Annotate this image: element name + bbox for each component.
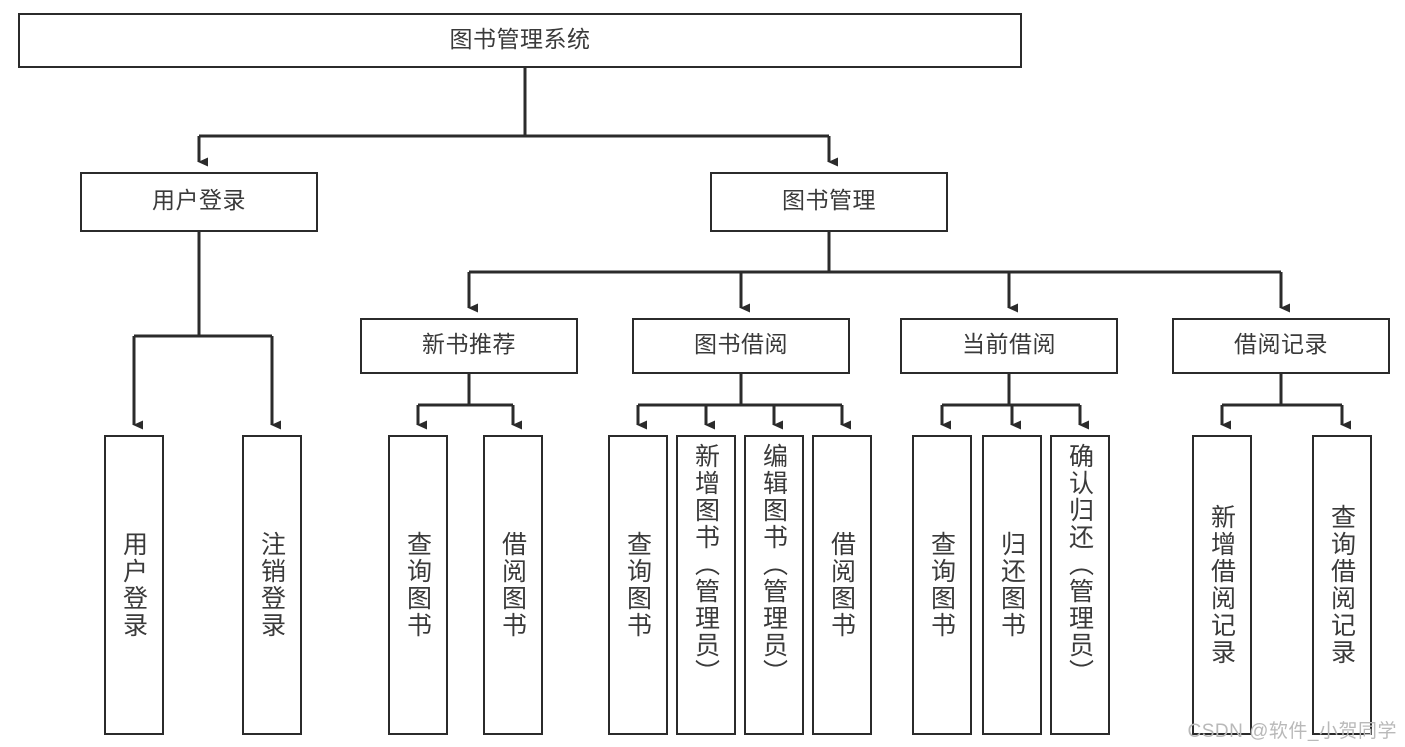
node-current-borrow[interactable]: 当前借阅 <box>900 318 1118 374</box>
node-leaf-query-book-recommend[interactable]: 查询图书 <box>388 435 448 735</box>
node-leaf-query-book-current[interactable]: 查询图书 <box>912 435 972 735</box>
node-label: 用户登录 <box>119 531 149 639</box>
node-label: 当前借阅 <box>962 332 1056 359</box>
node-leaf-confirm-return-admin[interactable]: 确认归还（管理员） <box>1050 435 1110 735</box>
node-label: 图书管理系统 <box>449 26 591 53</box>
node-leaf-logout[interactable]: 注销登录 <box>242 435 302 735</box>
node-leaf-add-borrow-record[interactable]: 新增借阅记录 <box>1192 435 1252 735</box>
node-user-login[interactable]: 用户登录 <box>80 172 318 232</box>
node-label: 借阅图书 <box>498 531 528 639</box>
node-leaf-borrow-book[interactable]: 借阅图书 <box>812 435 872 735</box>
node-label: 归还图书 <box>997 531 1027 639</box>
node-label: 查询借阅记录 <box>1327 504 1357 666</box>
node-label: 查询图书 <box>403 531 433 639</box>
node-label: 图书借阅 <box>694 332 788 359</box>
node-leaf-return-book[interactable]: 归还图书 <box>982 435 1042 735</box>
node-label: 图书管理 <box>782 188 876 215</box>
node-label: 用户登录 <box>152 188 246 215</box>
node-leaf-borrow-book-recommend[interactable]: 借阅图书 <box>483 435 543 735</box>
node-leaf-edit-book-admin[interactable]: 编辑图书（管理员） <box>744 435 804 735</box>
node-leaf-query-borrow-record[interactable]: 查询借阅记录 <box>1312 435 1372 735</box>
node-label: 注销登录 <box>257 531 287 639</box>
node-leaf-query-book-borrow[interactable]: 查询图书 <box>608 435 668 735</box>
node-book-borrow[interactable]: 图书借阅 <box>632 318 850 374</box>
node-leaf-add-book-admin[interactable]: 新增图书（管理员） <box>676 435 736 735</box>
node-book-management-system[interactable]: 图书管理系统 <box>18 13 1022 68</box>
node-label: 借阅图书 <box>827 531 857 639</box>
node-label: 编辑图书（管理员） <box>759 443 789 686</box>
node-label: 确认归还（管理员） <box>1065 443 1095 686</box>
node-borrow-record[interactable]: 借阅记录 <box>1172 318 1390 374</box>
node-label: 新增借阅记录 <box>1207 504 1237 666</box>
node-leaf-user-login[interactable]: 用户登录 <box>104 435 164 735</box>
node-label: 新增图书（管理员） <box>691 443 721 686</box>
node-label: 查询图书 <box>623 531 653 639</box>
node-new-book-recommend[interactable]: 新书推荐 <box>360 318 578 374</box>
csdn-watermark: CSDN @软件_小贺同学 <box>1187 721 1397 742</box>
node-label: 借阅记录 <box>1234 332 1328 359</box>
node-label: 查询图书 <box>927 531 957 639</box>
node-label: 新书推荐 <box>422 332 516 359</box>
node-book-management[interactable]: 图书管理 <box>710 172 948 232</box>
